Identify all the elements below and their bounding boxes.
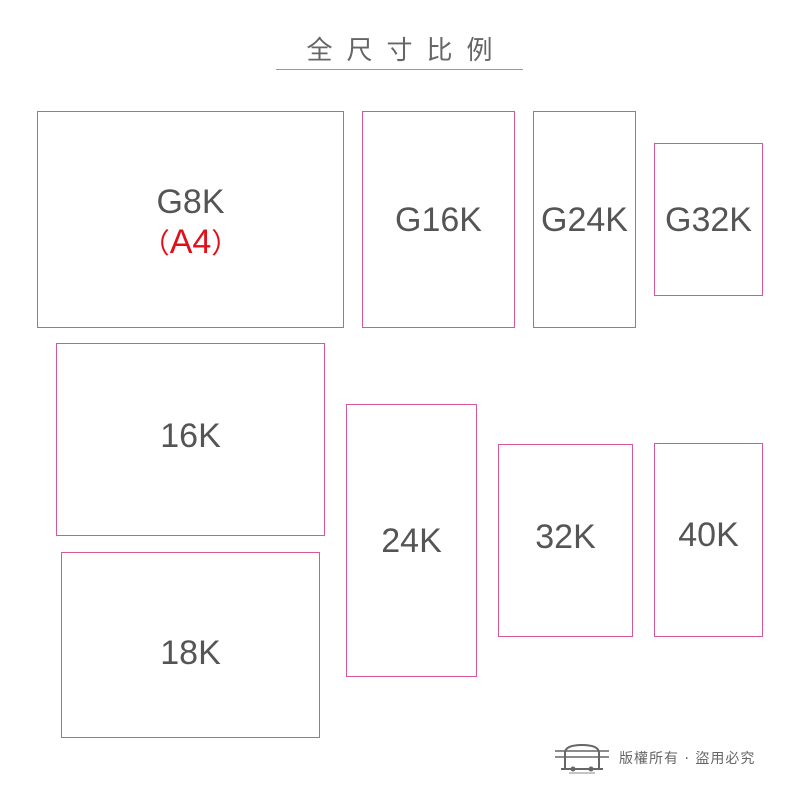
a4-text: A4 bbox=[169, 222, 212, 261]
size-box-g8k: G8K （A4） bbox=[37, 111, 344, 328]
paren-open: （ bbox=[141, 226, 170, 260]
size-label-40k: 40K bbox=[678, 516, 739, 554]
size-box-g32k: G32K bbox=[654, 143, 763, 296]
page-title: 全尺寸比例 bbox=[306, 36, 507, 66]
size-box-16k: 16K bbox=[56, 343, 325, 536]
size-box-18k: 18K bbox=[61, 552, 320, 738]
size-box-g16k: G16K bbox=[362, 111, 515, 328]
size-label-g8k: G8K bbox=[156, 182, 225, 221]
size-label-g24k: G24K bbox=[541, 200, 628, 239]
size-label-g32k: G32K bbox=[665, 200, 752, 239]
size-label-24k: 24K bbox=[381, 521, 442, 560]
size-box-g24k: G24K bbox=[533, 111, 636, 328]
footer: 版權所有 · 盜用必究 bbox=[553, 738, 773, 778]
size-label-32k: 32K bbox=[535, 517, 596, 556]
size-label-16k: 16K bbox=[160, 416, 221, 455]
size-label-18k: 18K bbox=[160, 634, 221, 672]
title-underline bbox=[276, 69, 523, 70]
size-label-g16k: G16K bbox=[395, 200, 482, 239]
train-logo-icon bbox=[555, 743, 609, 774]
paren-close: ） bbox=[211, 226, 240, 260]
copyright-text: 版權所有 · 盜用必究 bbox=[619, 751, 756, 767]
size-box-24k: 24K bbox=[346, 404, 477, 677]
size-box-40k: 40K bbox=[654, 443, 763, 637]
size-sublabel-a4: （A4） bbox=[142, 222, 240, 264]
size-box-32k: 32K bbox=[498, 444, 633, 637]
